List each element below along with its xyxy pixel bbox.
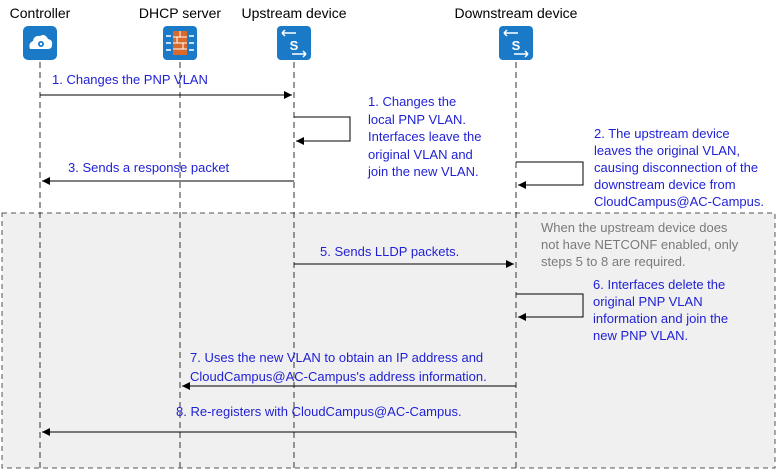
step-6-line: 6. Interfaces delete the [593, 277, 725, 292]
arrow-step-2-self [516, 161, 584, 189]
svg-text:S: S [290, 38, 299, 53]
step-3-label: 3. Sends a response packet [68, 160, 230, 175]
step-6-line: original PNP VLAN [593, 294, 703, 309]
participant-label-downstream-device: Downstream device [455, 5, 578, 21]
participant-label-dhcp-server: DHCP server [139, 5, 222, 21]
step-2-label: 2. The upstream device leaves the origin… [594, 126, 764, 209]
step-8-label: 8. Re-registers with CloudCampus@AC-Camp… [176, 404, 462, 419]
step-2-line: CloudCampus@AC-Campus. [594, 194, 764, 209]
arrow-step-6-self [516, 293, 584, 321]
step-6-line: information and join the [593, 311, 728, 326]
switch-icon: S [499, 26, 533, 60]
step-2-line: downstream device from [594, 177, 736, 192]
svg-text:S: S [512, 38, 521, 53]
step-1-local-line: join the new VLAN. [367, 164, 479, 179]
step-1-local-line: local PNP VLAN. [368, 112, 466, 127]
step-1-local-line: 1. Changes the [368, 94, 456, 109]
step-1-local-line: Interfaces leave the [368, 129, 481, 144]
participant-label-upstream-device: Upstream device [241, 5, 346, 21]
step-6-line: new PNP VLAN. [593, 328, 688, 343]
netconf-note-line: When the upstream device does [541, 220, 728, 235]
arrow-step-1-self [294, 116, 351, 145]
step-2-line: 2. The upstream device [594, 126, 730, 141]
step-2-line: leaves the original VLAN, [594, 143, 740, 158]
cloud-controller-icon [23, 26, 57, 60]
step-2-line: causing disconnection of the [594, 160, 758, 175]
firewall-server-icon [163, 26, 197, 60]
step-7-line: 7. Uses the new VLAN to obtain an IP add… [190, 350, 483, 365]
step-1-local-line: original VLAN and [368, 147, 473, 162]
netconf-note-line: not have NETCONF enabled, only [541, 237, 739, 252]
step-1-local-label: 1. Changes the local PNP VLAN. Interface… [367, 94, 485, 179]
step-5-label: 5. Sends LLDP packets. [320, 244, 459, 259]
step-6-label: 6. Interfaces delete the original PNP VL… [593, 277, 732, 343]
netconf-note: When the upstream device does not have N… [541, 220, 742, 269]
step-7-line: CloudCampus@AC-Campus's address informat… [190, 369, 487, 384]
netconf-note-line: steps 5 to 8 are required. [541, 254, 686, 269]
step-1-label: 1. Changes the PNP VLAN [52, 72, 208, 87]
participant-label-controller: Controller [10, 5, 71, 21]
switch-icon: S [277, 26, 311, 60]
netconf-optional-region [1, 212, 776, 469]
step-7-label: 7. Uses the new VLAN to obtain an IP add… [190, 350, 487, 384]
